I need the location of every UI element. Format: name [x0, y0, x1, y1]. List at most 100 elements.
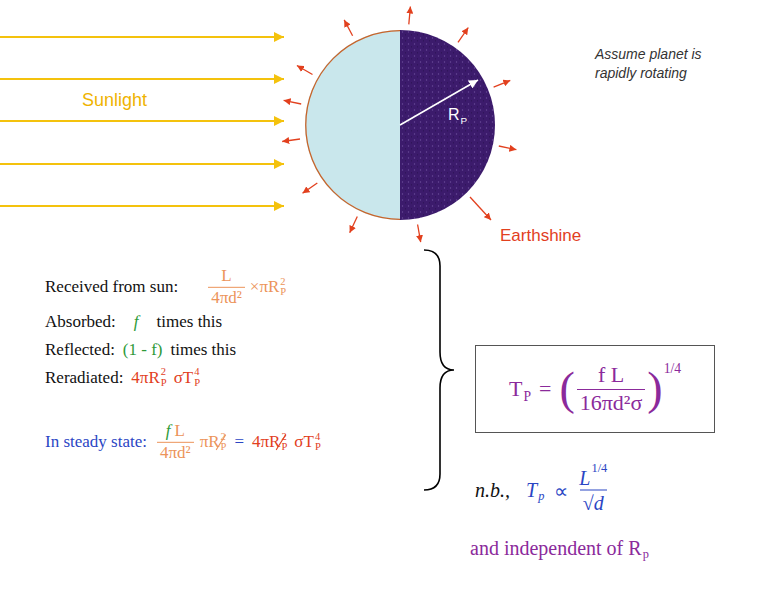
label-text: In steady state:: [45, 432, 147, 452]
subscript: P: [280, 287, 286, 298]
label-text: 2: [280, 276, 285, 287]
numerator: f L: [595, 363, 627, 388]
superscript: 2: [161, 367, 166, 378]
text-slot: 4πR: [252, 432, 280, 452]
radiation-arrow: [409, 7, 411, 25]
label-text: P: [315, 442, 321, 453]
sunlight-ray: [0, 163, 284, 165]
label-text: L: [221, 267, 231, 286]
label-text: P: [194, 378, 200, 389]
text-slot: ×πR: [250, 277, 280, 297]
text-slot: R: [448, 106, 460, 124]
script-stack: 4P: [194, 367, 200, 388]
text-slot: σT: [174, 368, 194, 388]
label-text: 4: [194, 367, 199, 378]
label-text: P: [161, 378, 167, 389]
label-text: times this: [171, 340, 237, 360]
label-text: 4πR: [252, 432, 280, 452]
subscript: P: [523, 389, 531, 405]
label-text: T: [526, 479, 537, 502]
independence-note: and independent of Rp: [470, 537, 649, 560]
radius-arrow: [400, 80, 478, 125]
text-slot: Reflected:: [45, 340, 115, 360]
text-slot: f L: [598, 363, 624, 387]
numerator: fL: [163, 422, 188, 442]
superscript: 1/4: [664, 361, 681, 377]
text-slot: T: [509, 376, 522, 402]
text-slot: f: [134, 312, 139, 332]
formula-text: =: [539, 376, 551, 402]
subscript: P: [161, 378, 167, 389]
label-text: L: [579, 467, 590, 489]
label-text: (1 - f): [123, 340, 163, 360]
subscript: p: [538, 489, 544, 504]
superscript: 1/4: [591, 462, 607, 476]
label-text: ∝: [554, 478, 568, 502]
label-text: Earthshine: [500, 226, 581, 246]
equation-line: In steady state:fL4πd²πR2P=4πR2PσT4P: [45, 422, 321, 462]
label-text: and independent of R: [470, 537, 642, 560]
denominator: 16πd²σ: [577, 389, 646, 415]
label-text: ×πR: [250, 277, 280, 297]
label-text: 2: [281, 431, 286, 442]
text-slot: ): [647, 366, 662, 412]
formula-text: T: [509, 376, 522, 402]
label-text: P: [221, 442, 227, 453]
radius-text: P: [461, 115, 468, 126]
sunlight-ray: [0, 78, 284, 80]
text-slot: L: [221, 267, 231, 286]
text-slot: 16πd²σ: [580, 391, 643, 415]
text-slot: T: [526, 479, 537, 502]
text-slot: L: [579, 467, 590, 489]
numerator: L1/4: [576, 467, 610, 490]
text-slot: ∝: [554, 478, 568, 502]
equation-line: Absorbed:ftimes this: [45, 312, 222, 332]
formula-box: TP = ( f L 16πd²σ)1/4: [475, 345, 715, 433]
formula-text: 16πd²σ: [580, 391, 643, 415]
label-text: 2: [161, 367, 166, 378]
label-text: 4πd²: [211, 289, 242, 308]
script-stack: 2P: [221, 431, 227, 452]
sunlight-label: Sunlight: [82, 90, 147, 111]
label-text: √d: [583, 492, 604, 514]
label-text: 4: [315, 431, 320, 442]
fraction: L 4πd²: [208, 267, 245, 307]
superscript: 2: [280, 276, 285, 287]
text-slot: Sunlight: [82, 90, 147, 111]
curly-brace: [424, 250, 454, 490]
label-text: σT: [294, 432, 314, 452]
text-slot: times this: [171, 340, 237, 360]
equation-line: Reradiated:4πR2PσT4P: [45, 367, 200, 388]
formula-text: 1/4: [664, 361, 681, 377]
equation-line: Reflected: (1 - f) times this: [45, 340, 236, 360]
denominator: √d: [580, 490, 607, 514]
script-stack: 2P: [280, 276, 286, 297]
script-stack: 4P: [315, 431, 321, 452]
radiation-arrow: [458, 28, 468, 43]
label-text: f: [134, 312, 139, 332]
text-slot: 4πd²: [211, 289, 242, 308]
text-slot: √d: [583, 492, 604, 514]
subscript: P: [221, 442, 227, 453]
radiation-arrow: [350, 217, 358, 233]
numerator: L: [218, 267, 234, 287]
text-slot: 4πR: [131, 368, 159, 388]
formula-text: f L: [598, 363, 624, 387]
formula-text: ): [647, 366, 662, 412]
radiation-arrow: [470, 197, 491, 220]
subscript: P: [461, 115, 468, 126]
text-slot: Earthshine: [500, 226, 581, 246]
text-slot: Absorbed:: [45, 312, 116, 332]
text-slot: 4πd²: [160, 444, 191, 463]
earthshine-label: Earthshine: [500, 226, 581, 246]
radiation-arrow: [282, 139, 300, 142]
sunlight-ray: [0, 120, 284, 122]
sunlight-rays: [0, 37, 284, 206]
formula-text: (: [559, 366, 574, 412]
label-text: p: [538, 489, 544, 504]
sunlight-ray: [0, 205, 284, 207]
text-slot: Received from sun:: [45, 277, 178, 297]
text-slot: πR: [200, 432, 220, 452]
superscript: 2: [281, 431, 286, 442]
